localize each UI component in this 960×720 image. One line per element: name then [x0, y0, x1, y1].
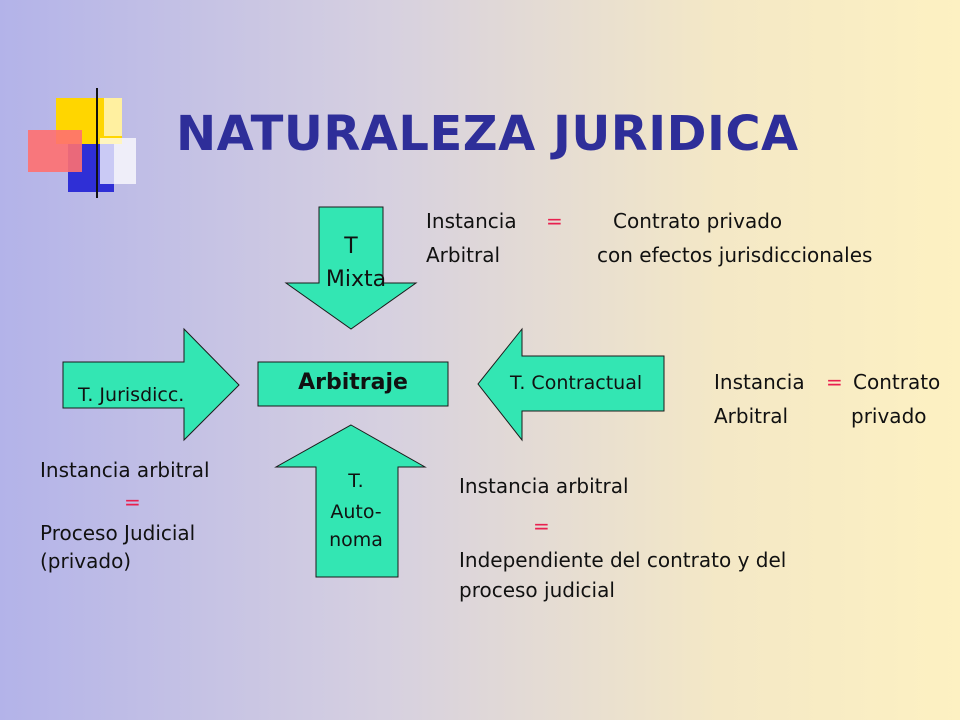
note-contractual-arbitral: Arbitral	[714, 404, 789, 428]
note-autonoma-equals: =	[533, 514, 550, 538]
note-mixta-efectos: con efectos jurisdiccionales	[597, 243, 873, 267]
note-autonoma-line-2: Independiente del contrato y del	[459, 548, 787, 572]
note-mixta-contrato: Contrato privado	[613, 209, 783, 233]
note-mixta-instancia: Instancia	[426, 209, 517, 233]
note-contractual-equals: =	[826, 370, 843, 394]
arrow-t-autonoma	[274, 424, 427, 578]
arrow-t-autonoma-label-2: Auto-	[330, 501, 382, 523]
note-jurisdicc-equals: =	[124, 490, 141, 514]
arbitraje-box	[257, 361, 449, 407]
arrow-t-mixta-label-1: T	[344, 234, 358, 259]
note-mixta-arbitral: Arbitral	[426, 243, 501, 267]
note-contractual-privado: privado	[851, 404, 927, 428]
note-autonoma-line-3: proceso judicial	[459, 578, 615, 602]
arrow-t-contractual	[477, 327, 665, 442]
note-mixta-equals: =	[546, 209, 563, 233]
center-label: Arbitraje	[298, 370, 408, 395]
note-jurisdicc-line-1: Instancia arbitral	[40, 458, 210, 482]
arrow-t-contractual-label: T. Contractual	[510, 372, 643, 394]
note-contractual-instancia: Instancia	[714, 370, 805, 394]
note-autonoma-line-1: Instancia arbitral	[459, 474, 629, 498]
arrow-t-mixta-label-2: Mixta	[325, 267, 387, 292]
page-title: NATURALEZA JURIDICA	[176, 106, 799, 162]
note-jurisdicc-line-3: (privado)	[40, 549, 132, 573]
arrow-t-autonoma-label-1: T.	[348, 470, 364, 492]
arrow-t-jurisdicc	[62, 327, 240, 442]
note-jurisdicc-line-2: Proceso Judicial	[40, 521, 196, 545]
arrow-t-autonoma-label-3: noma	[329, 529, 383, 551]
decorative-squares-logo	[28, 88, 136, 198]
arrow-t-jurisdicc-label: T. Jurisdicc.	[78, 384, 185, 406]
arrow-t-mixta	[284, 206, 418, 330]
note-contractual-contrato: Contrato	[853, 370, 941, 394]
